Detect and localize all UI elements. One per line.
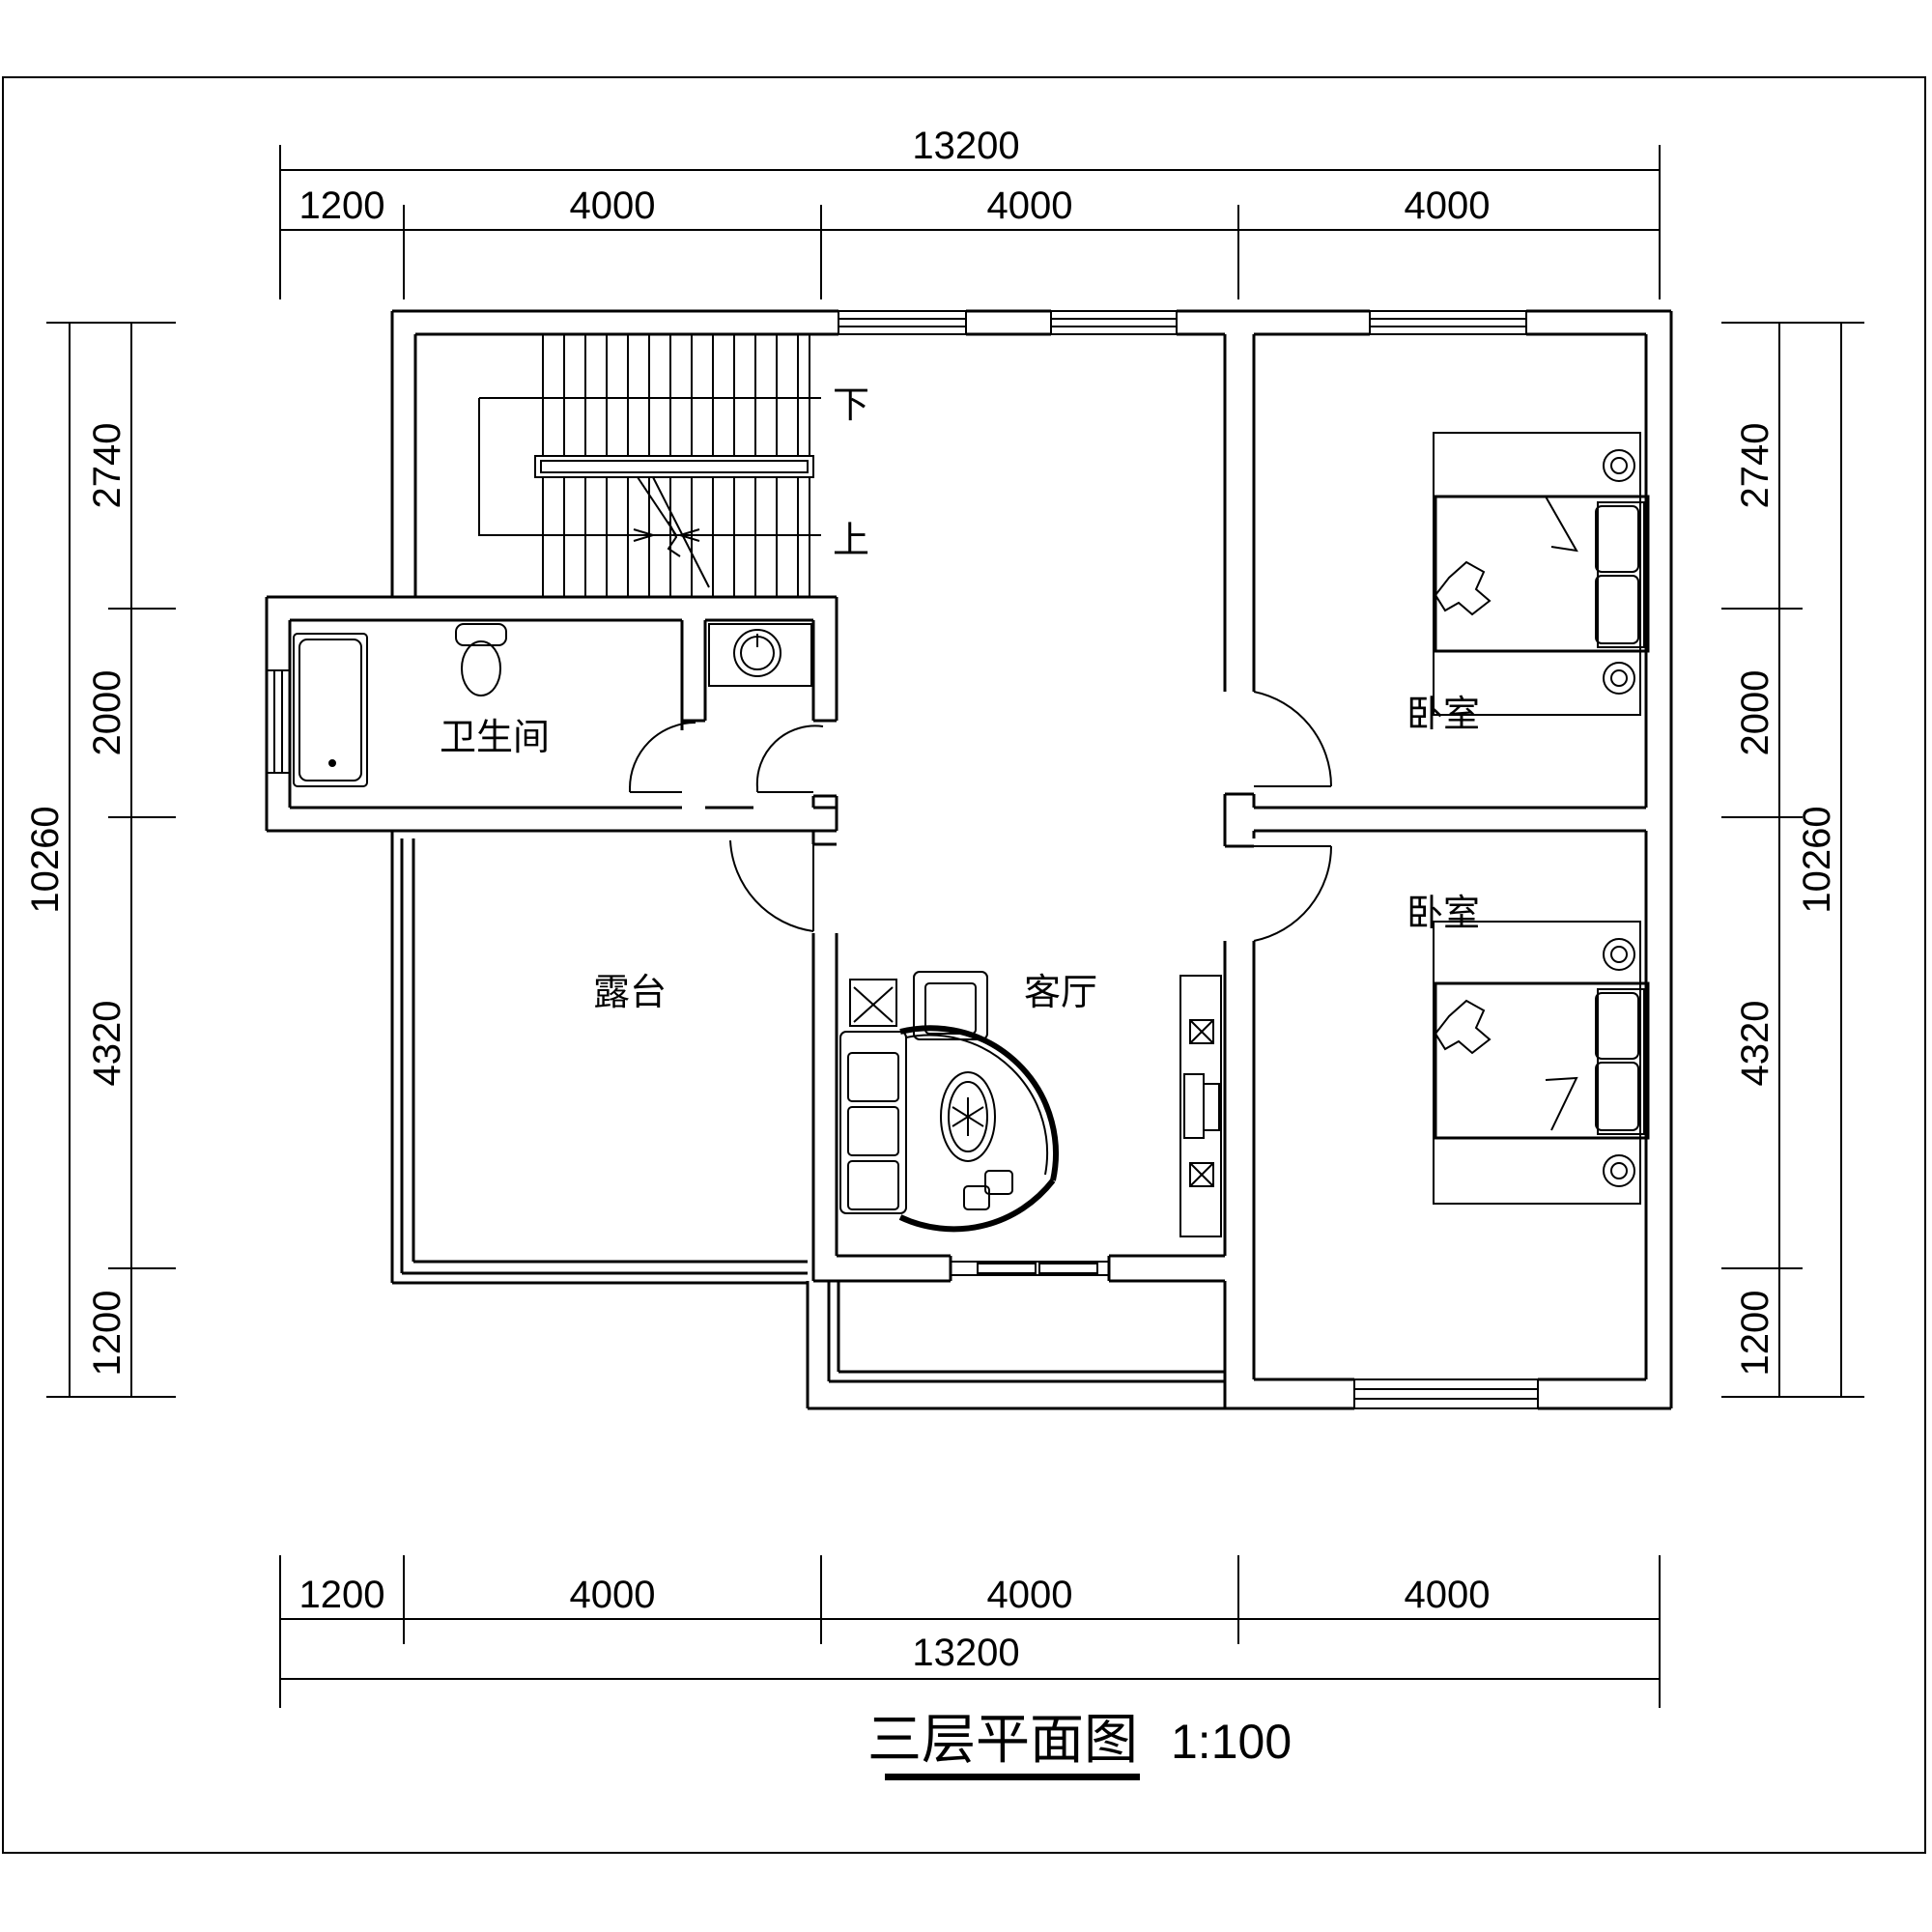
title-underline [885,1774,1140,1780]
toilet-icon [455,623,507,696]
top-dimension-lines [279,145,1661,299]
bottom-total-dimension: 13200 [912,1632,1019,1674]
left-dimension-2: 2000 [86,670,128,756]
right-dimension-2: 2000 [1734,670,1776,756]
bed-icon-lower [1433,921,1650,1205]
stair-down-label: 下 [833,384,869,426]
room-label-bedroom-upper: 卧室 [1406,693,1480,735]
top-dimension-1: 1200 [299,185,385,227]
staircase [478,334,821,597]
bottom-dimension-lines [279,1555,1661,1708]
right-dimension-1: 2740 [1734,423,1776,509]
right-total-dimension: 10260 [1796,806,1838,913]
left-dimension-1: 2740 [86,423,128,509]
top-dimension-2: 4000 [570,185,656,227]
doors [629,691,1332,942]
room-label-bedroom-lower: 卧室 [1406,892,1480,934]
bed-icon-upper [1433,432,1650,716]
top-dimension-4: 4000 [1405,185,1491,227]
left-dimension-3: 4320 [86,1001,128,1087]
top-total-dimension: 13200 [912,125,1019,167]
top-dimension-3: 4000 [987,185,1073,227]
right-dimension-3: 4320 [1734,1001,1776,1087]
drawing-title: 三层平面图 [867,1709,1138,1772]
sink-icon [708,623,812,687]
drawing-scale: 1:100 [1171,1715,1292,1769]
left-dimension-lines [46,322,176,1398]
room-label-living-room: 客厅 [1024,971,1097,1013]
room-label-bathroom: 卫生间 [440,716,550,758]
bottom-dimension-4: 4000 [1405,1574,1491,1616]
walls [265,309,1673,1410]
living-room-furniture [839,971,1222,1237]
left-total-dimension: 10260 [24,806,67,913]
windows [266,310,1539,1409]
right-dimension-4: 1200 [1734,1291,1776,1377]
bathtub-icon [293,633,368,787]
bottom-dimension-2: 4000 [570,1574,656,1616]
left-dimension-4: 1200 [86,1291,128,1377]
right-dimension-lines [1721,322,1864,1398]
bottom-dimension-3: 4000 [987,1574,1073,1616]
room-label-terrace: 露台 [593,971,667,1013]
stair-up-label: 上 [833,519,869,561]
bottom-dimension-1: 1200 [299,1574,385,1616]
drawing-frame [2,76,1926,1854]
